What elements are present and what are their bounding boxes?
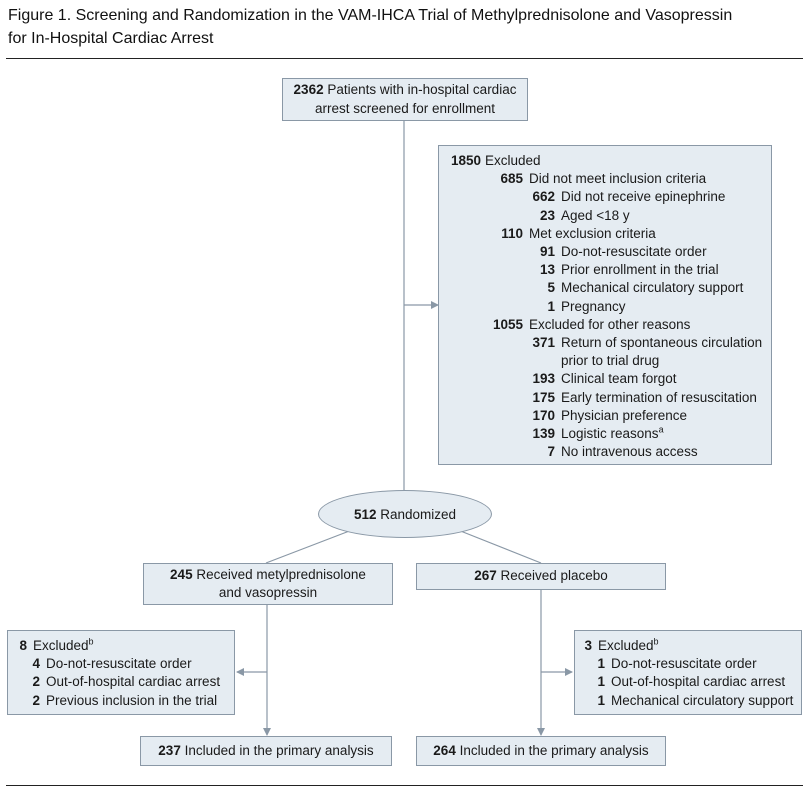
left-excluded-count: 8 — [19, 638, 27, 653]
left-analysis-box: 237 Included in the primary analysis — [140, 736, 392, 766]
right-excluded-label: Excluded — [598, 638, 654, 653]
line-randomized-to-left — [265, 529, 353, 564]
right-analysis-box: 264 Included in the primary analysis — [416, 736, 666, 766]
figure-title-line-1: Figure 1. Screening and Randomization in… — [8, 7, 733, 24]
right-excluded-count: 3 — [584, 638, 592, 653]
randomized-count: 512 — [353, 506, 377, 522]
top-rule — [6, 58, 803, 59]
left-excluded-label: Excluded — [33, 638, 89, 653]
excluded-header: 1850 Excluded — [451, 152, 771, 170]
left-arm-text-line-2: and vasopressin — [218, 585, 318, 600]
left-analysis-text: Included in the primary analysis — [184, 742, 374, 758]
excluded-count: 1850 — [451, 153, 482, 168]
right-arm-count: 267 — [474, 568, 497, 584]
right-analysis-count: 264 — [433, 742, 456, 758]
screened-text-line-2: arrest screened for enrollment — [314, 100, 496, 116]
randomized-ellipse: 512 Randomized — [318, 490, 492, 538]
screened-count: 2362 — [293, 82, 324, 98]
left-analysis-count: 237 — [158, 742, 181, 758]
left-arm-text-line-1: Received metylprednisolone — [196, 566, 366, 582]
screened-box: 2362 Patients with in-hospital cardiac a… — [282, 78, 528, 121]
figure-title-line-2: for In-Hospital Cardiac Arrest — [8, 30, 214, 47]
right-arm-box: 267 Received placebo — [416, 563, 666, 590]
screened-text-line-1: Patients with in-hospital cardiac — [327, 82, 517, 98]
right-analysis-text: Included in the primary analysis — [459, 742, 649, 758]
left-arm-box: 245 Received metylprednisolone and vasop… — [143, 563, 393, 605]
bottom-rule — [6, 785, 803, 786]
line-randomized-to-right — [457, 529, 542, 564]
excluded-label: Excluded — [485, 153, 541, 168]
left-arm-count: 245 — [170, 566, 193, 582]
figure-title: Figure 1. Screening and Randomization in… — [8, 4, 798, 50]
randomized-label: Randomized — [380, 506, 457, 522]
right-arm-text: Received placebo — [500, 568, 608, 584]
